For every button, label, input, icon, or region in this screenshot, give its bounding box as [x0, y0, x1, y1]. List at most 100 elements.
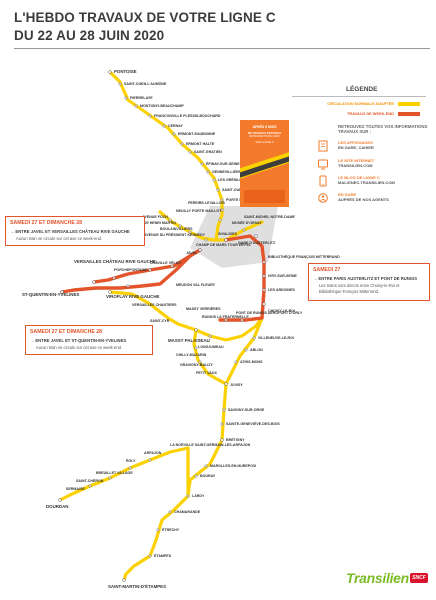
station-dot-breuillet[interactable]	[108, 476, 112, 480]
station-label-dourdan: DOURDAN	[46, 504, 68, 509]
station-dot-juvisy[interactable]	[224, 382, 228, 386]
station-dot-boulainvilliers[interactable]	[188, 230, 192, 234]
normal-line-versailles-chantiers	[108, 290, 170, 320]
station-dot-gennevilliers[interactable]	[206, 170, 210, 174]
alert-austerlitz-rungis[interactable]: SAMEDI 27 → ENTRE PARIS AUSTERLITZ ET PO…	[308, 263, 430, 301]
station-label-musee-orsay: MUSÉE D'ORSAY	[232, 220, 262, 225]
station-dot-chilly-mazarin[interactable]	[198, 360, 202, 364]
station-dot-chaville[interactable]	[148, 268, 152, 272]
alert-3-detail-2: Bibliothèque François Mitterrand.	[319, 289, 380, 294]
station-dot-neuilly[interactable]	[218, 218, 222, 222]
title-divider	[14, 48, 430, 49]
station-dot-rungis[interactable]	[224, 318, 228, 322]
normal-line-massy-branch	[166, 316, 264, 342]
station-dot-sainte-genevieve[interactable]	[220, 422, 224, 426]
station-dot-athis-mons[interactable]	[234, 360, 238, 364]
station-dot-ermont-halte[interactable]	[180, 142, 184, 146]
station-label-massy-palaiseau: MASSY PALAISEAU	[168, 338, 210, 343]
station-dot-viroflay[interactable]	[126, 284, 130, 288]
alert-1-title: SAMEDI 27 ET DIMANCHE 28	[10, 220, 83, 226]
station-dot-javel[interactable]	[198, 248, 202, 252]
station-dot-invalides[interactable]	[224, 238, 228, 242]
station-label-javel: JAVEL	[186, 251, 198, 255]
station-dot-dourdan[interactable]	[58, 498, 62, 502]
station-label-neuilly: NEUILLY PORTE MAILLOT	[176, 209, 222, 213]
station-dot-bretigny[interactable]	[220, 438, 224, 442]
station-dot-porte-de-clichy[interactable]	[220, 198, 224, 202]
station-dot-franconville[interactable]	[148, 114, 152, 118]
station-label-pereire: PEREIRE-LEVALLOIS	[188, 201, 225, 205]
station-label-avenue-foch: AVENUE FOCH	[142, 215, 168, 219]
station-dot-etampes[interactable]	[148, 554, 152, 558]
page-title: L'HEBDO TRAVAUX DE VOTRE LIGNE C	[14, 10, 276, 25]
station-dot-saint-ouen[interactable]	[216, 188, 220, 192]
info-item-blog[interactable]: LE BLOG DE LIGNE C MALIGNEC.TRANSILIEN.C…	[314, 174, 430, 190]
alert-javel-versailles[interactable]: SAMEDI 27 ET DIMANCHE 28 → ENTRE JAVEL E…	[5, 216, 145, 246]
alert-2-title: SAMEDI 27 ET DIMANCHE 28	[30, 329, 103, 335]
normal-line-etampes-branch	[122, 494, 190, 582]
station-dot-etrechy[interactable]	[156, 528, 160, 532]
station-dot-saint-ouen-laumone[interactable]	[118, 82, 122, 86]
station-label-saint-gratien: SAINT-GRATIEN	[194, 150, 222, 154]
station-label-etrechy: ÉTRÉCHY	[162, 527, 180, 532]
alert-3-title: SAMEDI 27	[313, 267, 341, 273]
station-dot-saint-gratien[interactable]	[188, 150, 192, 154]
sncf-logo: SNCF	[410, 573, 428, 583]
station-dot-avenue-foch[interactable]	[168, 218, 172, 222]
station-dot-les-ardoines[interactable]	[262, 288, 266, 292]
station-dot-egly[interactable]	[128, 466, 132, 470]
station-dot-saint-cheron[interactable]	[88, 484, 92, 488]
station-dot-champ-de-mars[interactable]	[204, 238, 208, 242]
station-dot-bibliotheque[interactable]	[262, 260, 266, 264]
station-agent-icon	[318, 193, 328, 203]
station-dot-austerlitz[interactable]	[254, 234, 258, 238]
station-dot-montigny[interactable]	[134, 104, 138, 108]
station-label-egly: ÉGLY	[126, 458, 136, 463]
info-item-website[interactable]: LE SITE INTERNET TRANSILIEN.COM	[314, 157, 430, 173]
station-label-gravigny: GRAVIGNY-BALIZY	[180, 363, 213, 367]
station-dot-choisy[interactable]	[262, 302, 266, 306]
station-dot-versailles-chantiers[interactable]	[108, 290, 112, 294]
station-dot-savigny[interactable]	[222, 408, 226, 412]
station-dot-pont-de-rungis[interactable]	[240, 318, 244, 322]
station-label-austerlitz: GARE D'AUSTERLITZ	[238, 241, 276, 245]
station-dot-epinay[interactable]	[200, 162, 204, 166]
station-label-lardy: LARDY	[192, 494, 205, 498]
station-dot-saint-michel[interactable]	[242, 228, 246, 232]
station-dot-massy-palaiseau[interactable]	[194, 328, 198, 332]
station-dots	[58, 70, 266, 582]
station-label-invalides: INVALIDES	[218, 232, 238, 236]
station-dot-lardy[interactable]	[186, 494, 190, 498]
station-dot-pereire[interactable]	[220, 208, 224, 212]
station-dot-saint-quentin[interactable]	[60, 290, 64, 294]
station-dot-villeneuve-le-roi[interactable]	[252, 336, 256, 340]
info-station-line2: AUPRÈS DE NOS AGENTS	[338, 197, 389, 202]
station-dot-bouray[interactable]	[194, 474, 198, 478]
station-dot-saint-martin-etampes[interactable]	[122, 578, 126, 582]
info-item-station[interactable]: EN GARE AUPRÈS DE NOS AGENTS	[314, 191, 430, 207]
station-dot-arpajon[interactable]	[148, 458, 152, 462]
station-label-sermaise: SERMAISE	[66, 487, 85, 491]
station-dot-ablon[interactable]	[244, 348, 248, 352]
station-dot-ivry[interactable]	[262, 274, 266, 278]
station-label-pontoise: PONTOISE	[114, 69, 137, 74]
station-dot-massy-verrieres[interactable]	[208, 334, 212, 338]
station-dot-meudon[interactable]	[170, 264, 174, 268]
station-label-sainte-genevieve: SAINTE-GENEVIÈVE-DES-BOIS	[226, 421, 280, 426]
station-dot-marolles[interactable]	[204, 464, 208, 468]
station-dot-chamarande[interactable]	[168, 510, 172, 514]
station-dot-porchefontaine[interactable]	[112, 276, 116, 280]
station-dot-les-gresillons[interactable]	[212, 178, 216, 182]
info-item-posters[interactable]: LES AFFICHAGES EN GARE, CAHIER	[314, 139, 430, 155]
station-label-villeneuve-le-roi: VILLENEUVE-LE-ROI	[258, 336, 294, 340]
station-dot-longjumeau[interactable]	[194, 346, 198, 350]
station-dot-pontoise[interactable]	[108, 70, 112, 74]
station-label-savigny: SAVIGNY-SUR-ORGE	[228, 408, 265, 412]
station-dot-versailles-chateau[interactable]	[92, 280, 96, 284]
station-dot-pierrelaye[interactable]	[124, 96, 128, 100]
station-dot-ermont-eaubonne[interactable]	[172, 132, 176, 136]
station-dot-cernay[interactable]	[162, 124, 166, 128]
station-dot-avenue-henri-martin[interactable]	[178, 224, 182, 228]
alert-javel-saint-quentin[interactable]: SAMEDI 27 ET DIMANCHE 28 → ENTRE JAVEL E…	[25, 325, 153, 355]
works-promo-card[interactable]: APRÈS 8 MOIS DE TRAVAUX ESTIVAUX RETROUV…	[240, 120, 289, 207]
